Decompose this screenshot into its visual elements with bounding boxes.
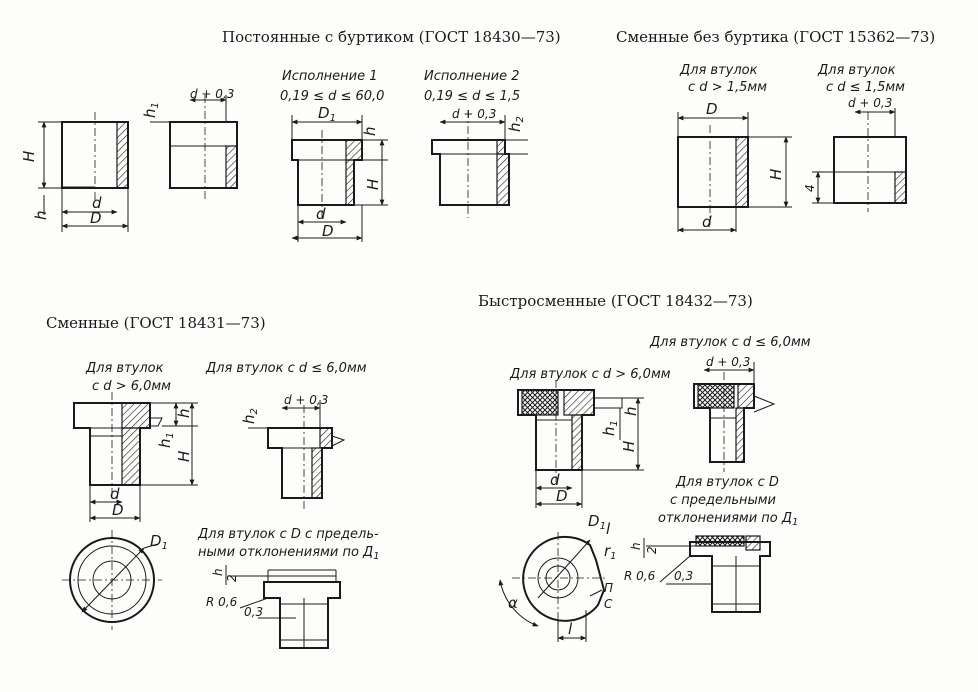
nc-dim-d03-label: d + 0,3 [848, 96, 892, 110]
qc-mark-P-label: П [604, 581, 613, 595]
qc-small-label: Для втулок с d ≤ 6,0мм [649, 335, 811, 350]
nc-big-label-1: Для втулок [679, 63, 758, 78]
qc-big-label: Для втулок с d > 6,0мм [509, 367, 671, 382]
dim-h-label: h [32, 210, 50, 220]
rep-dim-H-label: H [175, 451, 193, 462]
rep-bushing-small: d + 0,3 h2 [240, 393, 346, 510]
qc-frac-h: h [629, 542, 643, 550]
dim-D-label: D [90, 209, 102, 227]
rep-tol-label-2: ными отклонениями по Д1 [198, 545, 380, 562]
rep-top-view: D1 [62, 530, 168, 630]
dim-d03-label: d + 0,3 [190, 87, 234, 101]
nc-small-label-1: Для втулок [817, 63, 896, 78]
version-2-range: 0,19 ≤ d ≤ 1,5 [424, 89, 520, 104]
title-replaceable: Сменные (ГОСТ 18431—73) [46, 314, 266, 332]
rep-small-label: Для втулок c d ≤ 6,0мм [205, 361, 367, 376]
version-1-bushing: D1 h H d D [291, 104, 388, 242]
title-permanent: Постоянные с буртиком (ГОСТ 18430—73) [222, 28, 561, 46]
qc-tol-label-2: с предельными [670, 493, 776, 508]
qc-dim-h1-label: h1 [600, 420, 620, 436]
qc-dim-d-label: d [550, 471, 560, 489]
rep-dim-h1-label: h1 [156, 432, 176, 448]
dim-h1-label: h1 [141, 102, 161, 118]
qc-dim-D1-label: D1 [588, 512, 606, 532]
qc-tol-label-1: Для втулок с D [675, 475, 779, 490]
qc-dim-h-label: h [622, 406, 640, 416]
rep-dim-h-label: h [175, 408, 193, 418]
qc-dim-D-label: D [556, 487, 568, 505]
nc-small-label-2: c d ≤ 1,5мм [826, 80, 905, 95]
rep-dim-h2-label: h2 [240, 408, 260, 424]
nc-big-label-2: c d > 1,5мм [688, 80, 767, 95]
dim-D-v1-label: D [322, 222, 334, 240]
rep-frac-2: 2 [225, 574, 239, 582]
rep-tol-label-1: Для втулок с D с предель- [197, 527, 379, 542]
qc-bushing-small: d + 0,3 [693, 355, 776, 472]
qc-r06-label: R 0,6 [624, 569, 656, 583]
rep-dim-D-label: D [112, 501, 124, 519]
nc-dim-D-label: D [706, 100, 718, 118]
qc-dim-r1-label: r1 [604, 542, 617, 562]
rep-big-label-2: c d > 6,0мм [92, 379, 171, 394]
nc-dim-d-label: d [702, 213, 712, 231]
dim-d03-v2-label: d + 0,3 [452, 107, 496, 121]
title-quick-change: Быстросменные (ГОСТ 18432—73) [478, 292, 753, 310]
rep-tol-detail: h 2 R 0,6 0,3 [206, 565, 341, 649]
qc-mark-C-label: C [604, 597, 613, 611]
rep-dim-d-label: d [110, 485, 120, 503]
version-2-label: Исполнение 2 [424, 69, 519, 84]
dim-H-v1-label: H [364, 179, 382, 190]
qc-frac-2: 2 [645, 546, 659, 554]
nc-dim-4-label: 4 [803, 184, 817, 192]
qc-dim-H-label: H [620, 441, 638, 452]
nc-bushing-small: d + 0,3 4 [803, 96, 907, 212]
dim-h2-label: h2 [506, 116, 526, 132]
title-replaceable-no-collar: Сменные без буртика (ГОСТ 15362—73) [616, 28, 935, 46]
permanent-bushing-small: d + 0,3 h1 [141, 87, 238, 200]
nc-dim-H-label: H [767, 169, 785, 180]
qc-tol-detail: h 2 R 0,6 0,3 [624, 535, 771, 613]
qc-dim-03-label: 0,3 [674, 569, 693, 583]
qc-top-view: D1 l r1 П C α l [498, 512, 617, 642]
nc-bushing-large: D H d [677, 100, 792, 233]
version-1-label: Исполнение 1 [282, 69, 377, 84]
dim-d-label: d [92, 194, 102, 212]
rep-bushing-large: h h1 H d D [73, 392, 198, 522]
version-2-bushing: d + 0,3 h2 [431, 107, 528, 218]
qc-dim-d03-label: d + 0,3 [706, 355, 750, 369]
qc-dim-l-label: l [606, 520, 611, 538]
permanent-bushing-plain: H h d D [20, 112, 129, 232]
dim-h-v1-label: h [361, 126, 379, 136]
qc-bushing-large: h h1 H d D [517, 380, 644, 508]
dim-H-label: H [20, 151, 38, 162]
qc-dim-alpha-label: α [508, 594, 518, 612]
dim-D1-label: D1 [318, 104, 336, 124]
rep-dim-D1-label: D1 [150, 532, 168, 552]
dim-d-v1-label: d [316, 205, 326, 223]
qc-dim-l2-label: l [568, 620, 573, 638]
rep-r06-label: R 0,6 [206, 595, 238, 609]
rep-dim-03-label: 0,3 [244, 605, 263, 619]
qc-tol-label-3: отклонениями по Д1 [658, 511, 798, 528]
rep-frac-h: h [211, 568, 225, 576]
version-1-range: 0,19 ≤ d ≤ 60,0 [280, 89, 384, 104]
rep-big-label-1: Для втулок [85, 361, 164, 376]
rep-dim-d03-label: d + 0,3 [284, 393, 328, 407]
